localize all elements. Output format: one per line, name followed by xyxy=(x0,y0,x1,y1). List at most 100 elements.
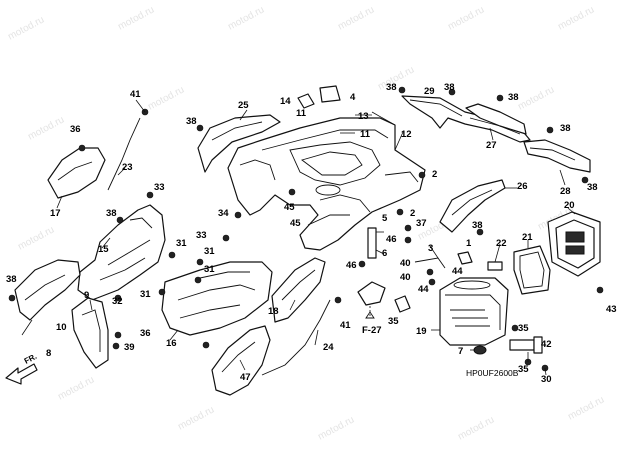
callout-23: 23 xyxy=(122,162,133,173)
callout-35: 35 xyxy=(518,323,529,334)
bolt-icon xyxy=(222,234,230,242)
callout-11: 11 xyxy=(296,108,307,119)
callout-6: 6 xyxy=(382,248,387,259)
callout-33: 33 xyxy=(154,182,165,193)
bolt-icon xyxy=(448,88,456,96)
bolt-icon xyxy=(496,94,504,102)
callout-45: 45 xyxy=(290,218,301,229)
bolt-icon xyxy=(116,216,124,224)
carrier-bracket-rear xyxy=(401,95,531,143)
callout-14: 14 xyxy=(280,96,291,107)
bolt-icon xyxy=(114,331,122,339)
callout-22: 22 xyxy=(496,238,507,249)
bracket-28 xyxy=(523,139,591,173)
callout-31: 31 xyxy=(176,238,187,249)
callout-32: 32 xyxy=(112,296,123,307)
connector-22 xyxy=(487,261,503,271)
side-panel-17 xyxy=(47,147,106,199)
bolt-icon xyxy=(196,124,204,132)
bolt-icon xyxy=(358,260,366,268)
rear-fender-main xyxy=(227,117,426,251)
splash-guard-47 xyxy=(211,325,271,396)
bolt-icon xyxy=(114,294,122,302)
callout-18: 18 xyxy=(268,306,279,317)
front-direction-indicator: FR. xyxy=(5,352,39,385)
watermark: motod.ru xyxy=(176,404,216,432)
bolt-assembly-42 xyxy=(509,336,543,354)
bolt-icon xyxy=(511,324,519,332)
callout-35: 35 xyxy=(518,364,529,375)
bolt-icon xyxy=(196,258,204,266)
bolt-icon xyxy=(418,171,426,179)
callout-15: 15 xyxy=(98,244,109,255)
bolt-icon xyxy=(426,268,434,276)
callout-5: 5 xyxy=(382,213,388,224)
callout-40: 40 xyxy=(400,272,411,283)
bolt-icon xyxy=(404,224,412,232)
callout-31: 31 xyxy=(140,289,151,300)
watermark: motod.ru xyxy=(456,414,496,442)
callout-38: 38 xyxy=(472,220,483,231)
front-arrow-icon xyxy=(5,363,38,385)
callout-labels: 1 2 2 3 4 5 6 7 8 9 10 11 11 12 13 14 15… xyxy=(6,82,617,385)
callout-3: 3 xyxy=(428,243,433,254)
leader-lines xyxy=(21,99,576,376)
callout-24: 24 xyxy=(323,342,334,353)
bolt-icon xyxy=(158,288,166,296)
callout-38: 38 xyxy=(587,182,598,193)
watermark: motod.ru xyxy=(516,84,556,112)
callout-43: 43 xyxy=(606,304,617,315)
watermark: motod.ru xyxy=(336,4,376,32)
callout-4: 4 xyxy=(350,92,356,103)
callout-34: 34 xyxy=(218,208,229,219)
bolt-icon xyxy=(78,144,86,152)
bolt-icons xyxy=(8,86,604,372)
bolt-icon xyxy=(234,211,242,219)
watermark: motod.ru xyxy=(56,374,96,402)
callout-31: 31 xyxy=(204,246,215,257)
reflector-housing xyxy=(547,211,601,277)
grommet-35 xyxy=(394,295,411,313)
watermark: motod.ru xyxy=(146,84,186,112)
pipe-5-6 xyxy=(367,227,377,259)
grommet-7 xyxy=(473,345,487,355)
callout-13: 13 xyxy=(358,111,369,122)
callout-35: 35 xyxy=(388,316,399,327)
callout-47: 47 xyxy=(240,372,251,383)
callout-1: 1 xyxy=(466,238,472,249)
watermark: motod.ru xyxy=(26,114,66,142)
wire-3 xyxy=(414,257,446,269)
watermark: motod.ru xyxy=(446,4,486,32)
callout-38: 38 xyxy=(106,208,117,219)
watermark: motod.ru xyxy=(566,394,606,422)
callout-19: 19 xyxy=(416,326,427,337)
watermark: motod.ru xyxy=(226,4,266,32)
callout-10: 10 xyxy=(56,322,67,333)
callout-40: 40 xyxy=(400,258,411,269)
rack-cover xyxy=(197,114,281,173)
bolt-icon xyxy=(398,86,406,94)
bolt-icon xyxy=(428,278,436,286)
callout-27: 27 xyxy=(486,140,497,151)
callout-46: 46 xyxy=(346,260,357,271)
watermark: motod.ru xyxy=(16,224,56,252)
stay-rod-23 xyxy=(107,117,141,191)
front-label: FR. xyxy=(23,352,39,366)
callout-9: 9 xyxy=(84,290,89,301)
callout-28: 28 xyxy=(560,186,571,197)
callout-11: 11 xyxy=(360,129,371,140)
reference-f27: F-27 xyxy=(362,306,382,336)
bolt-icon xyxy=(288,188,296,196)
bolt-icon xyxy=(334,296,342,304)
callout-7: 7 xyxy=(458,346,463,357)
callout-30: 30 xyxy=(541,374,552,385)
watermark: motod.ru xyxy=(6,14,46,42)
bolt-icon xyxy=(146,191,154,199)
callout-21: 21 xyxy=(522,232,533,243)
callout-31: 31 xyxy=(204,264,215,275)
callout-33: 33 xyxy=(196,230,207,241)
reference-label: F-27 xyxy=(362,325,382,336)
watermark: motod.ru xyxy=(316,414,356,442)
